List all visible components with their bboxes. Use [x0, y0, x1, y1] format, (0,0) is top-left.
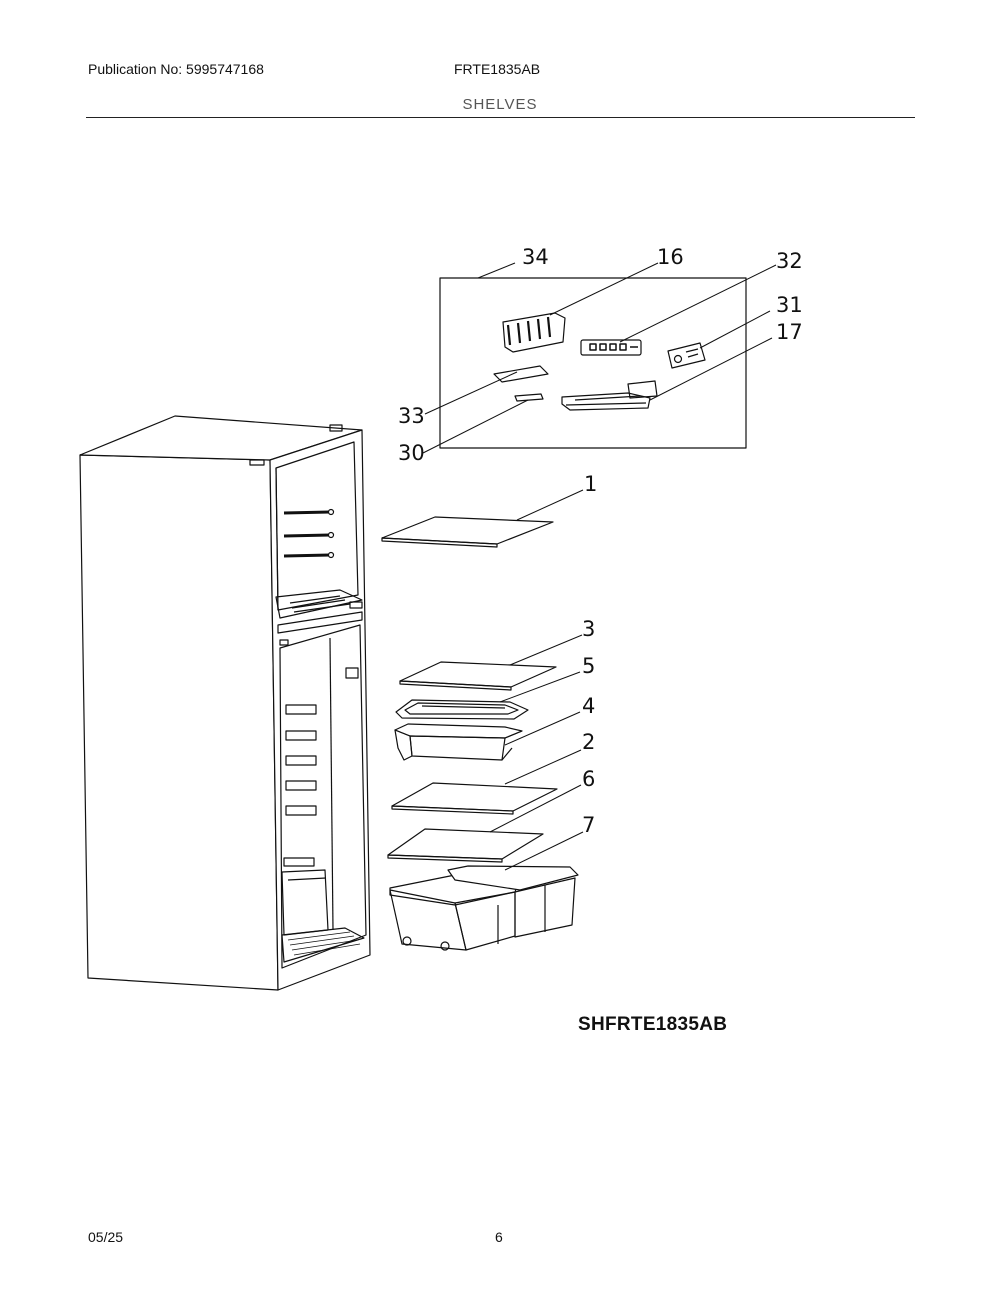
footer-date: 05/25	[88, 1229, 124, 1245]
part-16-bracket	[502, 312, 566, 353]
callout-32: 32	[776, 249, 803, 273]
part-30-pad	[514, 393, 544, 402]
part-17-rail	[561, 380, 658, 411]
callout-16: 16	[657, 245, 684, 269]
part-7-crisper-drawers	[389, 865, 579, 951]
callout-17: 17	[776, 320, 803, 344]
part-32-control-panel	[580, 339, 642, 356]
callout-33: 33	[398, 404, 425, 428]
part-1-freezer-shelf	[381, 516, 554, 548]
callout-30: 30	[398, 441, 425, 465]
callout-31: 31	[776, 293, 803, 317]
publication-number: Publication No: 5995747168	[88, 61, 264, 77]
parts-kit-box	[439, 277, 747, 449]
section-title: SHELVES	[462, 96, 538, 113]
callout-5: 5	[582, 654, 595, 678]
part-4-drawer	[394, 723, 523, 761]
part-33-pad	[493, 365, 549, 383]
part-3-crisper-glass	[399, 661, 557, 691]
refrigerator-cabinet	[79, 415, 371, 991]
callout-3: 3	[582, 617, 595, 641]
model-number: FRTE1835AB	[454, 61, 541, 77]
callout-7: 7	[582, 813, 595, 837]
callout-34: 34	[522, 245, 549, 269]
part-5-crisper-frame	[395, 699, 529, 720]
part-31-overlay	[667, 342, 706, 369]
callout-4: 4	[582, 694, 595, 718]
leader-lines	[422, 262, 777, 871]
callout-1: 1	[584, 472, 597, 496]
page-number: 6	[495, 1229, 503, 1245]
callout-6: 6	[582, 767, 595, 791]
part-6-glass-shelf	[387, 828, 544, 863]
callout-2: 2	[582, 730, 595, 754]
callout-labels: 34 16 32 31 17 33 30 1 3 5 4 2 6 7	[398, 245, 803, 837]
part-2-glass-shelf	[391, 782, 558, 815]
header-rule	[86, 117, 915, 118]
diagram-id-label: SHFRTE1835AB	[578, 1014, 728, 1035]
